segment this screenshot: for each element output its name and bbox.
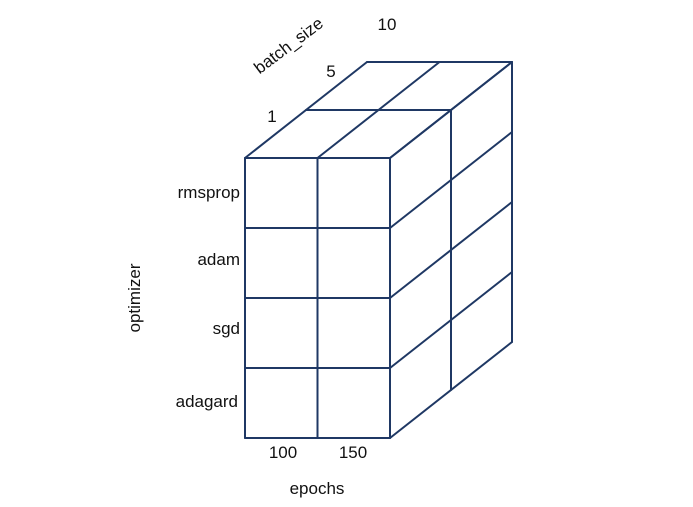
optimizer-value-sgd: sgd [213, 319, 240, 338]
epochs-axis-title: epochs [290, 479, 345, 498]
epochs-value-100: 100 [269, 443, 297, 462]
batch-size-value-10: 10 [378, 15, 397, 34]
grid-lines [244, 61, 513, 439]
batch-size-axis-title: batch_size [251, 14, 327, 78]
optimizer-axis-title: optimizer [125, 263, 144, 332]
epochs-value-150: 150 [339, 443, 367, 462]
batch-size-value-5: 5 [326, 62, 335, 81]
optimizer-value-adagard: adagard [176, 392, 238, 411]
optimizer-value-adam: adam [197, 250, 240, 269]
batch-size-value-1: 1 [267, 107, 276, 126]
optimizer-value-rmsprop: rmsprop [178, 183, 240, 202]
